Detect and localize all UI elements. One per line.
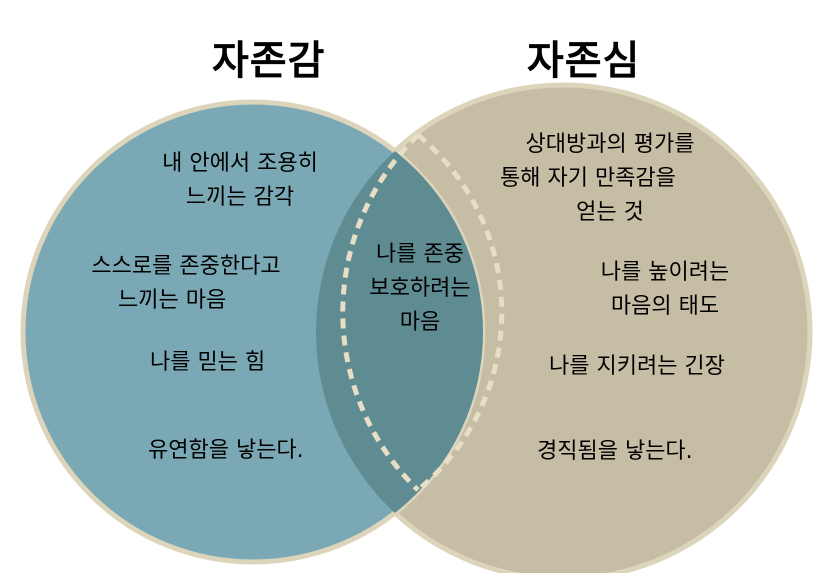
left-item-3: 나를 믿는 힘 (150, 350, 266, 375)
overlap-dashed-border (416, 133, 505, 492)
right-item-2: 나를 높이려는 마음의 태도 (600, 260, 730, 319)
left-title: 자존감 (212, 38, 326, 84)
right-item-3: 나를 지키려는 긴장 (549, 354, 725, 379)
overlap-item: 나를 존중 보호하려는 마음 (369, 242, 471, 335)
left-item-4: 유연함을 낳는다. (148, 438, 304, 463)
overlap-region (316, 102, 483, 562)
overlap-dashed-border-right (340, 133, 420, 492)
right-title: 자존심 (527, 38, 641, 84)
left-item-2: 스스로를 존중한다고 느끼는 마음 (91, 254, 281, 313)
right-item-1: 상대방과의 평가를 통해 자기 만족감을 얻는 것 (500, 132, 695, 225)
right-item-4: 경직됨을 낳는다. (537, 439, 693, 464)
left-item-1: 내 안에서 조용히 느끼는 감각 (162, 151, 318, 210)
